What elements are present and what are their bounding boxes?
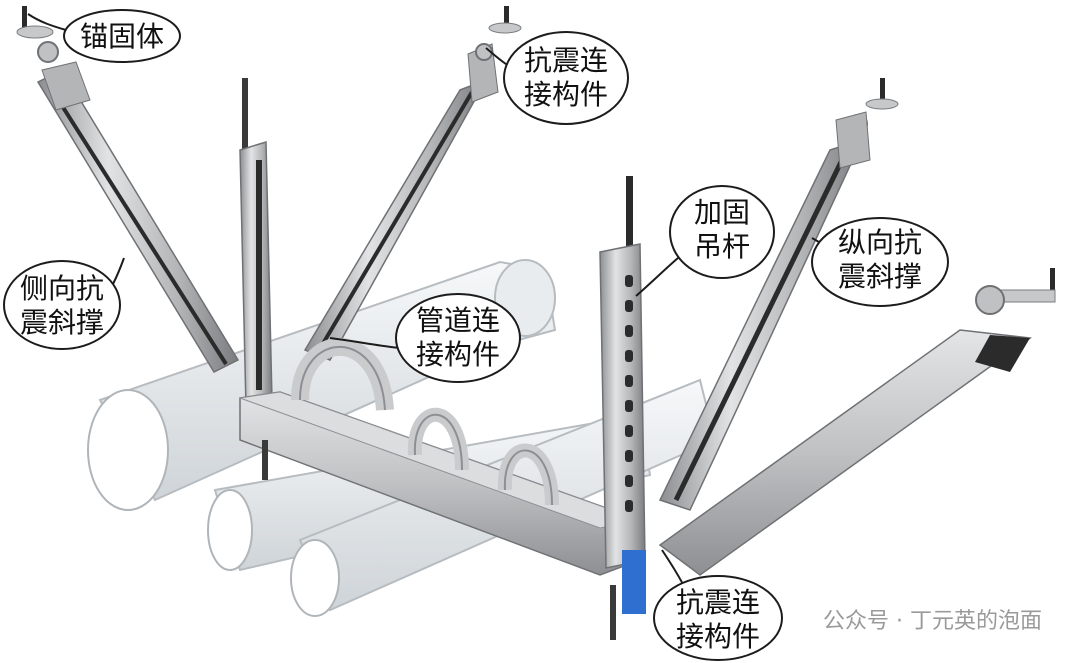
callout-lateral-brace: 侧向抗 震斜撑 — [3, 257, 125, 350]
svg-text:抗震连: 抗震连 — [676, 586, 760, 619]
svg-text:吊杆: 吊杆 — [694, 230, 750, 263]
callout-pipe-connector: 管道连 接构件 — [329, 293, 521, 383]
svg-text:震斜撑: 震斜撑 — [20, 306, 104, 339]
channel-end-cap — [622, 550, 646, 614]
lateral-brace — [36, 61, 240, 373]
callout-longitudinal-brace: 纵向抗 震斜撑 — [811, 217, 949, 307]
anchor-top-left — [16, 6, 59, 63]
callout-seismic-connector-top: 抗震连 接构件 — [485, 31, 629, 125]
svg-text:震斜撑: 震斜撑 — [838, 260, 922, 293]
lower-right-brace — [658, 268, 1056, 576]
svg-text:管道连: 管道连 — [416, 304, 500, 337]
svg-text:锚固体: 锚固体 — [80, 20, 164, 53]
pipe-clamp-front — [497, 443, 559, 506]
longitudinal-brace — [658, 78, 899, 511]
svg-text:接构件: 接构件 — [416, 338, 500, 371]
svg-text:侧向抗: 侧向抗 — [20, 272, 104, 305]
svg-text:接构件: 接构件 — [676, 620, 760, 653]
pipe-clamp-large — [291, 337, 394, 411]
svg-text:接构件: 接构件 — [524, 78, 608, 111]
svg-text:加固: 加固 — [694, 196, 750, 229]
svg-text:纵向抗: 纵向抗 — [838, 226, 922, 259]
watermark: 公众号 · 丁元英的泡面 — [823, 609, 1042, 634]
pipe-clamp-middle — [407, 407, 469, 471]
svg-text:抗震连: 抗震连 — [524, 44, 608, 77]
callout-reinforced-hanger-rod: 加固 吊杆 — [635, 185, 775, 297]
hanger-rod-left — [239, 78, 273, 410]
callout-seismic-connector-bottom: 抗震连 接构件 — [653, 549, 783, 661]
callout-anchor: 锚固体 — [27, 9, 181, 63]
hanger-rod-right — [599, 176, 646, 614]
